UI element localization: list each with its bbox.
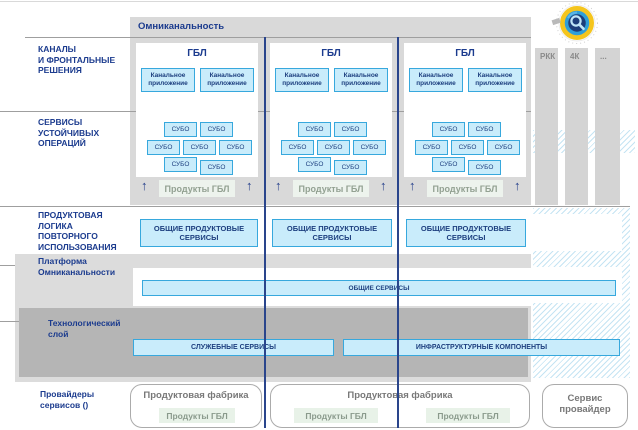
layer-label-stable-ops: СЕРВИСЫ УСТОЙЧИВЫХ ОПЕРАЦИЙ xyxy=(38,117,100,148)
channel-app-box: Канальное приложение xyxy=(468,68,522,92)
up-arrow-icon: ↑ xyxy=(246,178,253,193)
logo-tab xyxy=(551,17,561,26)
subo-box: СУБО xyxy=(298,157,331,172)
subo-box: СУБО xyxy=(298,122,331,137)
gbl-panel xyxy=(270,43,392,177)
right-bar-4k: 4К xyxy=(565,48,588,205)
up-arrow-icon: ↑ xyxy=(409,178,416,193)
subo-box: СУБО xyxy=(415,140,448,155)
gbl-column: ГБЛ Канальное приложение Канальное прило… xyxy=(136,43,258,199)
circular-brand-logo xyxy=(551,2,598,44)
subo-box: СУБО xyxy=(451,140,484,155)
gbl-title: ГБЛ xyxy=(321,48,341,59)
up-arrow-icon: ↑ xyxy=(514,178,521,193)
common-product-services-box: ОБЩИЕ ПРОДУКТОВЫЕ СЕРВИСЫ xyxy=(406,219,526,247)
factory-title: Продуктовая фабрика xyxy=(143,390,249,401)
gbl-column: ГБЛ Канальное приложение Канальное прило… xyxy=(270,43,392,199)
gbl-title: ГБЛ xyxy=(187,48,207,59)
subo-box: СУБО xyxy=(281,140,314,155)
subo-box: СУБО xyxy=(468,122,501,137)
subo-box: СУБО xyxy=(468,160,501,175)
magnifier-icon xyxy=(570,15,582,27)
layer-label-channels: КАНАЛЫ И ФРОНТАЛЬНЫЕ РЕШЕНИЯ xyxy=(38,44,116,75)
layer-label-platform: Платформа Омниканальности xyxy=(38,256,116,277)
channel-app-box: Канальное приложение xyxy=(275,68,329,92)
up-arrow-icon: ↑ xyxy=(380,178,387,193)
infrastructure-components-bar: ИНФРАСТРУКТУРНЫЕ КОМПОНЕНТЫ xyxy=(343,339,620,356)
channel-app-box: Канальное приложение xyxy=(200,68,254,92)
layer-label-product-logic: ПРОДУКТОВАЯ ЛОГИКА ПОВТОРНОГО ИСПОЛЬЗОВА… xyxy=(38,210,117,252)
up-arrow-icon: ↑ xyxy=(141,178,148,193)
divider-line-1 xyxy=(25,37,531,38)
subo-box: СУБО xyxy=(219,140,252,155)
divider-line-5 xyxy=(0,321,19,322)
product-factory-box: Продуктовая фабрика Продукты ГБЛ Продукт… xyxy=(270,384,530,428)
gbl-panel xyxy=(404,43,526,177)
up-arrow-icon: ↑ xyxy=(275,178,282,193)
service-provider-box: Сервис провайдер xyxy=(542,384,628,428)
right-bar-rkk: РКК xyxy=(535,48,558,205)
divider-line-4 xyxy=(0,265,15,266)
common-services-bar: ОБЩИЕ СЕРВИСЫ xyxy=(142,280,616,296)
subo-box: СУБО xyxy=(317,140,350,155)
channel-app-box: Канальное приложение xyxy=(334,68,388,92)
column-separator-line xyxy=(397,37,399,428)
common-product-services-box: ОБЩИЕ ПРОДУКТОВЫЕ СЕРВИСЫ xyxy=(140,219,258,247)
layer-label-providers: Провайдеры сервисов () xyxy=(40,389,95,410)
gbl-products-chip: Продукты ГБЛ xyxy=(159,408,235,423)
gbl-products-strip: Продукты ГБЛ xyxy=(159,180,235,197)
gbl-column: ГБЛ Канальное приложение Канальное прило… xyxy=(404,43,526,199)
subo-box: СУБО xyxy=(334,160,367,175)
service-provider-label: Сервис провайдер xyxy=(559,393,611,415)
service-services-bar: СЛУЖЕБНЫЕ СЕРВИСЫ xyxy=(133,339,334,356)
gbl-products-chip: Продукты ГБЛ xyxy=(426,408,510,423)
omnichannel-title: Омниканальность xyxy=(138,21,225,32)
hatch-cutout-reuse-row xyxy=(533,214,622,251)
right-bar-more: ... xyxy=(595,48,620,205)
channel-app-box: Канальное приложение xyxy=(141,68,195,92)
subo-box: СУБО xyxy=(353,140,386,155)
divider-line-3 xyxy=(0,206,630,207)
subo-box: СУБО xyxy=(432,122,465,137)
gbl-products-chip: Продукты ГБЛ xyxy=(294,408,378,423)
gbl-products-strip: Продукты ГБЛ xyxy=(293,180,369,197)
subo-box: СУБО xyxy=(487,140,520,155)
gbl-title: ГБЛ xyxy=(455,48,475,59)
subo-box: СУБО xyxy=(200,122,233,137)
channel-app-box: Канальное приложение xyxy=(409,68,463,92)
subo-box: СУБО xyxy=(200,160,233,175)
gbl-panel xyxy=(136,43,258,177)
subo-box: СУБО xyxy=(432,157,465,172)
common-product-services-box: ОБЩИЕ ПРОДУКТОВЫЕ СЕРВИСЫ xyxy=(272,219,392,247)
subo-box: СУБО xyxy=(164,122,197,137)
subo-box: СУБО xyxy=(334,122,367,137)
layer-label-tech: Технологический слой xyxy=(48,318,121,339)
subo-box: СУБО xyxy=(164,157,197,172)
factory-title: Продуктовая фабрика xyxy=(347,390,453,401)
top-border-line xyxy=(0,1,638,2)
subo-box: СУБО xyxy=(147,140,180,155)
subo-box: СУБО xyxy=(183,140,216,155)
column-separator-line xyxy=(264,37,266,428)
product-factory-box: Продуктовая фабрика Продукты ГБЛ xyxy=(130,384,262,428)
gbl-products-strip: Продукты ГБЛ xyxy=(427,180,503,197)
